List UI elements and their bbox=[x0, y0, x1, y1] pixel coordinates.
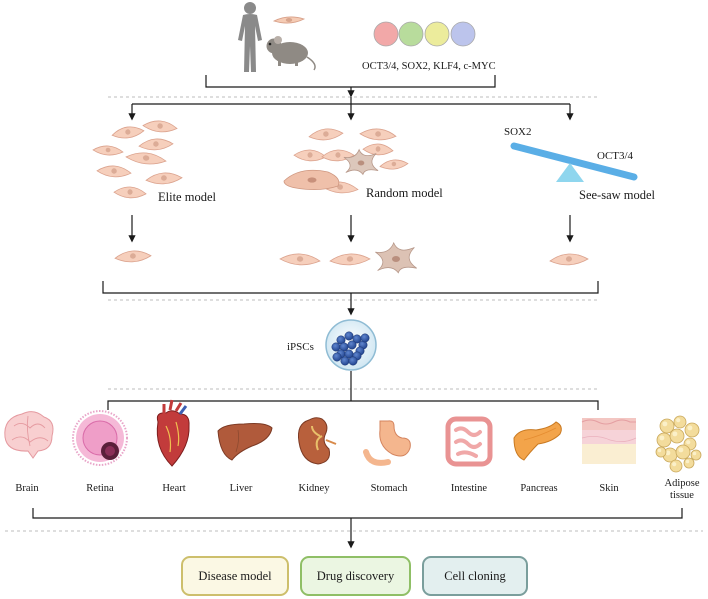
outcome-label: Disease model bbox=[198, 568, 272, 583]
retina-icon bbox=[72, 410, 128, 466]
fibroblast-cell bbox=[379, 159, 409, 170]
organ-label-kidney: Kidney bbox=[298, 483, 330, 494]
fibroblast-cell bbox=[142, 120, 178, 133]
stellate-cell bbox=[375, 241, 417, 274]
stellate-cell bbox=[343, 148, 379, 176]
fibroblast-cell bbox=[293, 149, 327, 162]
factor-circle bbox=[398, 21, 424, 47]
seesaw-right-label: OCT3/4 bbox=[597, 150, 634, 162]
seesaw-icon bbox=[510, 142, 638, 182]
seesaw-model-label: See-saw model bbox=[579, 188, 656, 202]
organ-label-intestine: Intestine bbox=[450, 483, 488, 494]
outcome-label: Drug discovery bbox=[316, 568, 395, 583]
factor-circle bbox=[373, 21, 399, 47]
fibroblast-source-icon bbox=[272, 16, 306, 24]
random-model-label: Random model bbox=[366, 186, 443, 200]
organ-label-liver: Liver bbox=[229, 483, 253, 494]
elite-model-label: Elite model bbox=[158, 190, 216, 204]
heart-icon bbox=[156, 399, 190, 467]
pancreas-icon bbox=[513, 421, 562, 461]
organ-label-retina: Retina bbox=[86, 483, 114, 494]
resulting-cells bbox=[114, 241, 589, 274]
model-arrows bbox=[128, 215, 574, 243]
mouse-icon bbox=[266, 36, 316, 71]
outcome-label: Cell cloning bbox=[444, 568, 506, 583]
fibroblast-cell bbox=[329, 253, 371, 266]
merge-bracket bbox=[102, 281, 599, 316]
brain-icon bbox=[4, 411, 54, 459]
human-icon bbox=[238, 2, 262, 72]
skin-icon bbox=[581, 418, 637, 464]
factor-circle bbox=[424, 21, 450, 47]
top-bracket bbox=[128, 75, 574, 121]
seesaw-left-label: SOX2 bbox=[504, 126, 532, 138]
elite-model-cells bbox=[92, 120, 183, 199]
fibroblast-cell bbox=[362, 143, 394, 156]
fibroblast-cell bbox=[279, 253, 321, 266]
fibroblast-cell bbox=[125, 152, 167, 165]
fibroblast-cell bbox=[549, 253, 589, 266]
fibroblast-cell bbox=[96, 165, 132, 178]
fibroblast-cell bbox=[308, 128, 344, 141]
fibroblast-cell bbox=[92, 145, 124, 156]
outcome-drug-discovery: Drug discovery bbox=[300, 556, 411, 596]
organ-label-brain: Brain bbox=[15, 483, 39, 494]
organ-bracket bbox=[107, 371, 599, 410]
organ-label-heart: Heart bbox=[162, 483, 186, 494]
bottom-bracket bbox=[32, 508, 683, 549]
outcome-cell-cloning: Cell cloning bbox=[422, 556, 528, 596]
ipsc-label: iPSCs bbox=[287, 341, 314, 353]
fibroblast-cell bbox=[359, 128, 397, 141]
intestine-icon bbox=[445, 416, 493, 467]
factor-circles bbox=[373, 21, 476, 47]
factors-label: OCT3/4, SOX2, KLF4, c-MYC bbox=[362, 61, 496, 72]
fibroblast-cell bbox=[113, 186, 147, 199]
organ-label-pancreas: Pancreas bbox=[520, 483, 558, 494]
fibroblast-cell bbox=[145, 172, 183, 185]
organ-label-stomach: Stomach bbox=[370, 483, 408, 494]
large-cell bbox=[283, 169, 340, 190]
fibroblast-cell bbox=[114, 250, 152, 263]
random-model-cells bbox=[283, 128, 409, 194]
organ-label-adipose: Adipose tissue bbox=[664, 478, 700, 501]
organ-label-skin: Skin bbox=[599, 483, 619, 494]
fibroblast-cell bbox=[138, 138, 174, 151]
factor-circle bbox=[450, 21, 476, 47]
liver-icon bbox=[217, 423, 273, 461]
fibroblast-cell bbox=[111, 126, 145, 139]
ipsc-dish-icon bbox=[325, 319, 377, 371]
organ-icons bbox=[4, 399, 702, 473]
outcome-disease-model: Disease model bbox=[181, 556, 289, 596]
stomach-icon bbox=[363, 420, 411, 466]
kidney-icon bbox=[298, 417, 337, 465]
adipose-icon bbox=[655, 415, 702, 473]
